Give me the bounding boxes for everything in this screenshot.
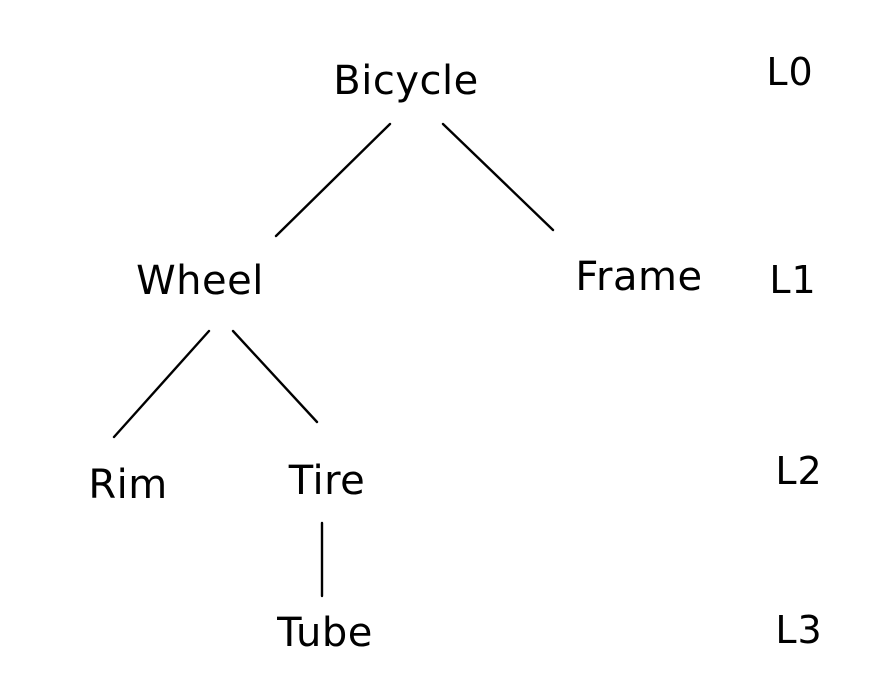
- node-tube: Tube: [277, 610, 373, 656]
- node-tire: Tire: [288, 458, 366, 504]
- edge-wheel-rim: [112, 329, 211, 439]
- node-rim: Rim: [88, 462, 168, 508]
- level-label-l3: L3: [775, 608, 823, 652]
- node-bicycle: Bicycle: [333, 58, 479, 104]
- edge-wheel-tire: [231, 329, 319, 424]
- edge-bicycle-frame: [441, 122, 555, 232]
- edge-bicycle-wheel: [274, 122, 392, 238]
- level-label-l0: L0: [766, 50, 814, 94]
- node-wheel: Wheel: [136, 258, 264, 304]
- level-label-l2: L2: [775, 449, 823, 493]
- node-frame: Frame: [575, 254, 703, 300]
- level-label-l1: L1: [769, 258, 817, 302]
